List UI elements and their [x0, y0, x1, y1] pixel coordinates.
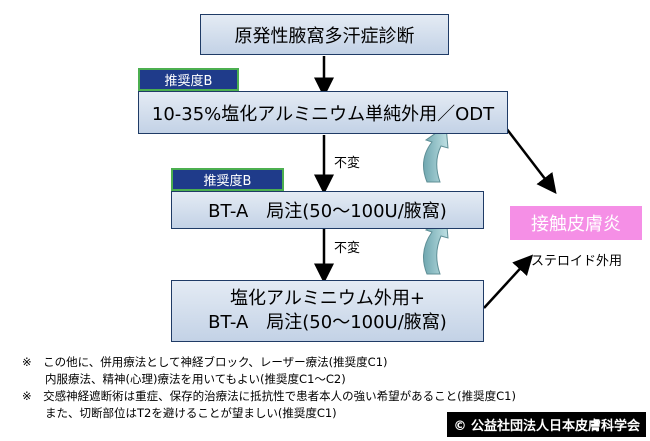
step1-box: 10-35%塩化アルミニウム単純外用／ODT [138, 91, 508, 134]
unchanged-label-1: 不変 [334, 156, 361, 171]
step3-line2: BT-A 局注(50～100U/腋窩) [208, 312, 447, 333]
recommendation-badge-step1: 推奨度B [138, 68, 239, 91]
step3-box: 塩化アルミニウム外用+ BT-A 局注(50～100U/腋窩) [171, 280, 484, 342]
recommendation-badge-step2: 推奨度B [171, 168, 284, 191]
step3-line1: 塩化アルミニウム外用+ [230, 288, 425, 309]
recommendation-badge-step2-label: 推奨度B [203, 174, 252, 189]
footnote-line: また、切断部位はT2を避けることが望ましい(推奨度C1) [22, 406, 337, 420]
arrow-step1-to-side [505, 127, 557, 194]
footnotes: ※ この他に、併用療法として神経ブロック、レーザー療法(推奨度C1) 内服療法、… [22, 354, 516, 422]
recommendation-badge-step1-label: 推奨度B [164, 74, 213, 89]
contact-dermatitis-box: 接触皮膚炎 [510, 206, 642, 240]
copyright-notice: © 公益社団法人日本皮膚科学会 [447, 412, 646, 437]
diagnosis-text: 原発性腋窩多汗症診断 [234, 25, 415, 47]
steroid-treatment-label: ステロイド外用 [531, 254, 623, 269]
unchanged-label-2: 不変 [334, 241, 361, 256]
footnote-line: 内服療法、精神(心理)療法を用いてもよい(推奨度C1～C2) [22, 372, 346, 386]
footnote-line: ※ 交感神経遮断術は重症、保存的治療法に抵抗性で患者本人の強い希望があること(推… [22, 389, 516, 403]
step1-text: 10-35%塩化アルミニウム単純外用／ODT [151, 103, 495, 125]
step2-text: BT-A 局注(50～100U/腋窩) [208, 201, 447, 222]
contact-dermatitis-label: 接触皮膚炎 [531, 214, 621, 235]
step2-box: BT-A 局注(50～100U/腋窩) [171, 191, 484, 229]
arrow-step3-to-side [483, 254, 534, 309]
footnote-line: ※ この他に、併用療法として神経ブロック、レーザー療法(推奨度C1) [22, 355, 388, 369]
diagnosis-box: 原発性腋窩多汗症診断 [200, 14, 449, 55]
cycle-arrow-upper [422, 125, 449, 183]
